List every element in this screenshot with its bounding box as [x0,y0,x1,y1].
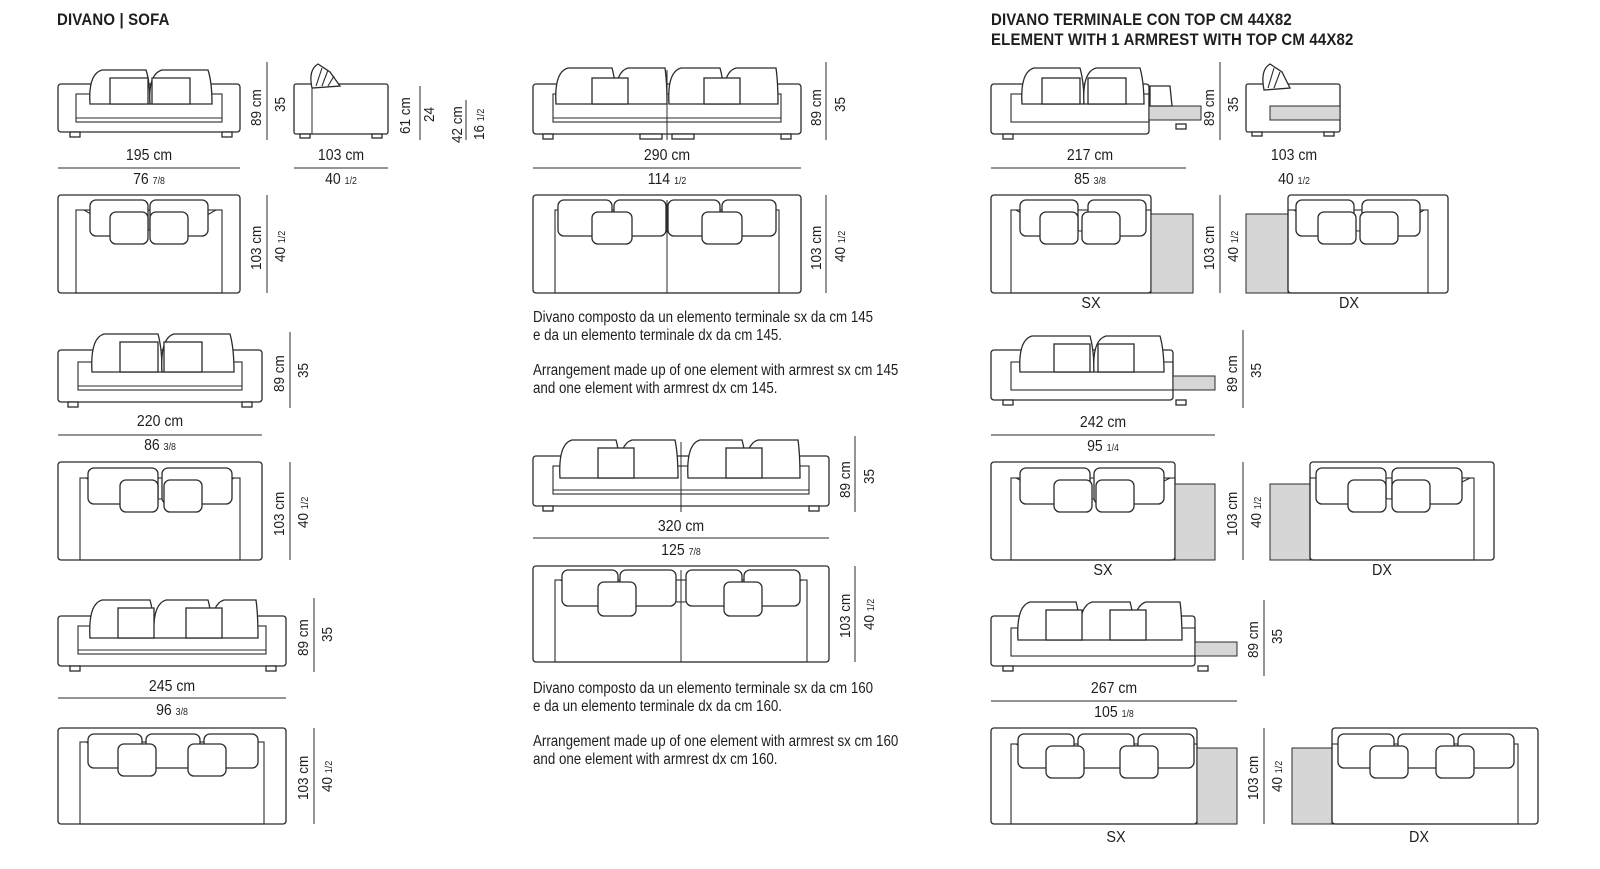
sofa-220-top-view [57,461,263,561]
sofa-320-depth-in: 40 1/2 [861,598,878,630]
section-title-terminal-it: DIVANO TERMINALE CON TOP CM 44X82 [991,10,1292,29]
sofa-320-top-view [532,565,830,663]
note-290-english: Arrangement made up of one element with … [533,362,899,397]
sofa-195-width-cm: 195 cm [125,147,173,164]
sofa-245-front-view [57,599,287,672]
sofa-320-front-view [532,439,830,512]
sofa-245-top-view [57,727,287,825]
terminal-217-width-in: 85 3/8 [1074,171,1106,188]
sofa-245-depth-in: 40 1/2 [319,760,336,792]
terminal-242-depth-cm: 103 cm [1224,491,1241,536]
sofa-220-front-view [57,333,263,408]
sofa-290-height-cm: 89 cm [808,89,825,126]
note-290-italian: Divano composto da un elemento terminale… [533,309,874,344]
terminal-267-depth-cm: 103 cm [1245,755,1262,800]
sofa-195-depth-in: 40 1/2 [272,230,289,262]
sofa-220-height-in: 35 [295,362,312,378]
terminal-267-width-cm: 267 cm [1090,680,1138,697]
sofa-290-width-cm: 290 cm [643,147,691,164]
terminal-242-depth-in: 40 1/2 [1248,496,1265,528]
terminal-217-height-in: 35 [1225,96,1242,112]
terminal-217-side-depth-cm: 103 cm [1270,147,1318,164]
side-back-cm: 61 cm [397,97,414,134]
terminal-217-front-view [990,67,1202,140]
sofa-220-width-cm: 220 cm [136,413,184,430]
terminal-242-sx-label: SX [1093,562,1113,579]
terminal-267-depth-in: 40 1/2 [1269,760,1286,792]
sofa-290-top-view [532,194,802,294]
sofa-195-depth-cm: 103 cm [248,225,265,270]
sofa-245-width-cm: 245 cm [148,678,196,695]
terminal-217-width-cm: 217 cm [1066,147,1114,164]
sofa-195-top-view [57,194,241,294]
terminal-217-dx-label: DX [1338,295,1359,312]
sofa-290-width-in: 114 1/2 [647,171,687,188]
section-title-sofa: DIVANO | SOFA [57,10,170,29]
sofa-220-height-cm: 89 cm [271,355,288,392]
terminal-217-depth-in: 40 1/2 [1225,230,1242,262]
sofa-290-depth-cm: 103 cm [808,225,825,270]
terminal-267-height-cm: 89 cm [1245,621,1262,658]
terminal-217-side-depth-in: 40 1/2 [1278,171,1310,188]
terminal-242-dx-top-view [1269,461,1495,561]
sofa-245-height-in: 35 [319,626,336,642]
note-320-english: Arrangement made up of one element with … [533,733,899,768]
sofa-side-view [293,63,389,139]
sofa-195-height-cm: 89 cm [248,89,265,126]
terminal-267-dx-top-view [1291,727,1539,825]
sofa-220-width-in: 86 3/8 [144,437,176,454]
section-title-terminal-en: ELEMENT WITH 1 ARMREST WITH TOP CM 44X82 [991,30,1354,49]
terminal-217-side-view [1245,63,1341,137]
sofa-320-height-cm: 89 cm [837,461,854,498]
terminal-267-sx-label: SX [1106,829,1126,846]
terminal-217-depth-cm: 103 cm [1201,225,1218,270]
side-depth-cm: 103 cm [317,147,365,164]
terminal-267-height-in: 35 [1269,628,1286,644]
sofa-320-depth-cm: 103 cm [837,593,854,638]
sofa-195-width-in: 76 7/8 [133,171,165,188]
sofa-220-depth-in: 40 1/2 [295,496,312,528]
sofa-290-depth-in: 40 1/2 [832,230,849,262]
terminal-217-sx-label: SX [1081,295,1101,312]
side-depth-in: 40 1/2 [325,171,357,188]
sofa-290-front-view [532,67,802,140]
sofa-195-front-view [57,69,241,138]
terminal-267-width-in: 105 1/8 [1094,704,1134,721]
terminal-267-front-view [990,601,1238,672]
terminal-217-sx-top-view [990,194,1194,294]
terminal-217-height-cm: 89 cm [1201,89,1218,126]
sofa-220-depth-cm: 103 cm [271,491,288,536]
terminal-267-sx-top-view [990,727,1238,825]
sofa-245-width-in: 96 3/8 [156,702,188,719]
sofa-245-height-cm: 89 cm [295,619,312,656]
side-seat-in: 16 1/2 [471,108,488,140]
side-back-in: 24 [421,106,438,122]
sofa-245-depth-cm: 103 cm [295,755,312,800]
sofa-195-height-in: 35 [272,96,289,112]
side-seat-cm: 42 cm [449,106,466,143]
terminal-217-dx-top-view [1245,194,1449,294]
sofa-320-width-in: 125 7/8 [661,542,701,559]
terminal-242-height-in: 35 [1248,362,1265,378]
sofa-290-height-in: 35 [832,96,849,112]
note-320-italian: Divano composto da un elemento terminale… [533,680,874,715]
terminal-242-dx-label: DX [1371,562,1392,579]
terminal-242-height-cm: 89 cm [1224,355,1241,392]
terminal-242-sx-top-view [990,461,1216,561]
sofa-320-width-cm: 320 cm [657,518,705,535]
terminal-242-width-cm: 242 cm [1079,414,1127,431]
terminal-267-dx-label: DX [1408,829,1429,846]
terminal-242-width-in: 95 1/4 [1087,438,1119,455]
terminal-242-front-view [990,335,1216,406]
sofa-320-height-in: 35 [861,468,878,484]
